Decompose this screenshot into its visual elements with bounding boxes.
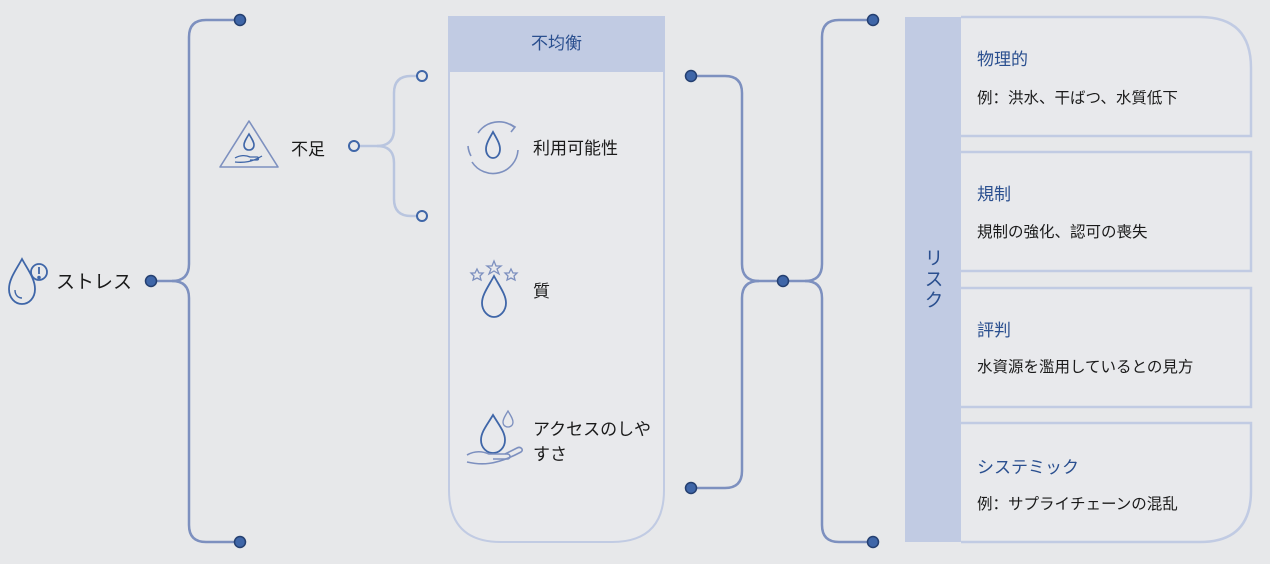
shortage-bottom-node — [416, 210, 428, 222]
risk-systemic-desc: 例：サプライチェーンの混乱 — [977, 495, 1178, 513]
root-bracket-top-node — [233, 13, 247, 27]
risk-physical-desc: 例：洪水、干ばつ、水質低下 — [977, 89, 1178, 107]
quality-label: 質 — [533, 282, 550, 302]
risk-regulatory-desc: 規制の強化、認可の喪失 — [977, 223, 1148, 241]
risk-junction-node — [776, 274, 790, 288]
risk-systemic-title: システミック — [977, 458, 1079, 478]
shortage-top-node — [416, 70, 428, 82]
risk-box-regulatory — [961, 150, 1253, 273]
risk-vertical-label-wrap: リスク — [905, 17, 961, 542]
shortage-bracket — [354, 74, 422, 218]
risk-label: リスク — [921, 248, 944, 311]
risk-physical-title: 物理的 — [977, 50, 1028, 70]
shortage-label: 不足 — [291, 140, 325, 160]
availability-label: 利用可能性 — [533, 139, 618, 159]
imbalance-title: 不均衡 — [531, 34, 582, 54]
risk-reputation-title: 評判 — [977, 321, 1011, 341]
water-quality-stars-icon — [469, 259, 519, 318]
imbalance-panel — [448, 16, 665, 543]
risk-box-physical — [961, 15, 1253, 138]
risk-bracket-bottom-node — [866, 535, 880, 549]
root-bracket — [151, 18, 240, 544]
risk-box-systemic — [961, 421, 1253, 544]
root-connector-node — [144, 274, 158, 288]
imbalance-top-node — [684, 69, 698, 83]
shortage-warning-icon — [219, 120, 279, 168]
accessibility-label: アクセスのしやすさ — [533, 420, 651, 465]
water-cycle-icon — [467, 121, 519, 175]
risk-regulatory-title: 規制 — [977, 185, 1011, 205]
imbalance-header — [449, 17, 664, 72]
stress-label: ストレス — [56, 271, 133, 293]
root-bracket-bottom-node — [233, 535, 247, 549]
risk-bracket-top-node — [866, 13, 880, 27]
risk-reputation-desc: 水資源を濫用しているとの見方 — [977, 358, 1194, 376]
shortage-connector-node — [348, 140, 360, 152]
water-drop-alert-icon — [8, 257, 48, 305]
imbalance-bottom-node — [684, 481, 698, 495]
risk-vertical-bar — [905, 17, 961, 542]
water-access-hand-icon — [466, 409, 523, 465]
risk-box-reputation — [961, 286, 1253, 409]
